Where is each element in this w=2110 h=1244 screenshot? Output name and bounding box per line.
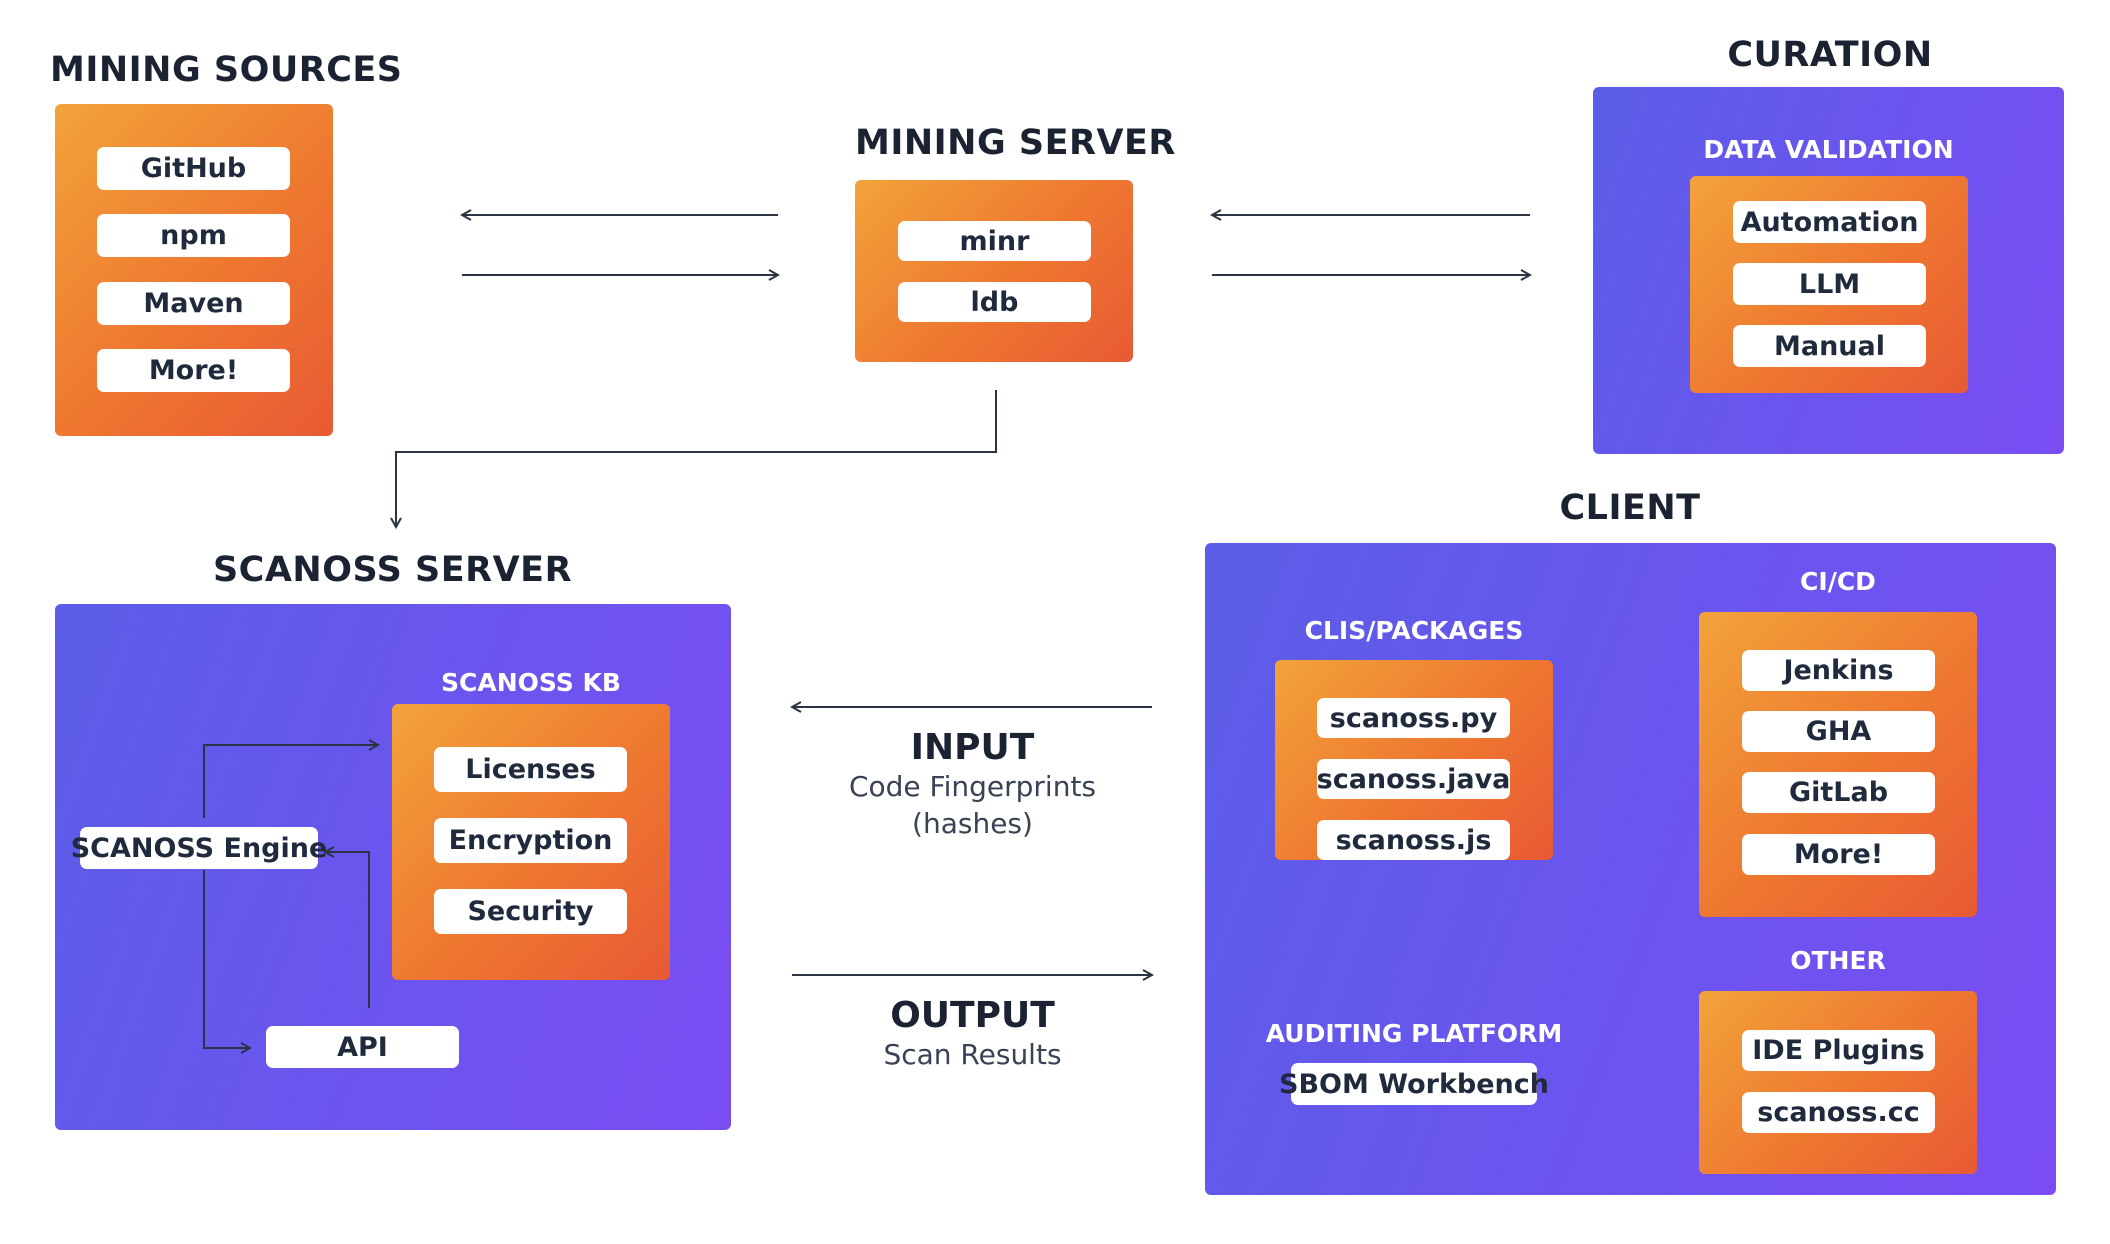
curation-box: DATA VALIDATION Automation LLM Manual	[1593, 87, 2064, 454]
source-more[interactable]: More!	[97, 349, 290, 392]
kb-licenses[interactable]: Licenses	[434, 747, 627, 792]
scanoss-server-box: SCANOSS KB Licenses Encryption Security …	[55, 604, 731, 1130]
cicd-gitlab[interactable]: GitLab	[1742, 772, 1935, 813]
kb-encryption[interactable]: Encryption	[434, 818, 627, 863]
input-title: INPUT	[910, 727, 1035, 768]
cli-scanoss-js[interactable]: scanoss.js	[1317, 820, 1510, 860]
sbom-workbench[interactable]: SBOM Workbench	[1279, 1063, 1549, 1105]
scanoss-engine[interactable]: SCANOSS Engine	[71, 827, 327, 869]
source-github[interactable]: GitHub	[97, 147, 290, 190]
mining-server-box: minr ldb	[855, 180, 1133, 362]
source-npm[interactable]: npm	[97, 214, 290, 257]
validation-llm[interactable]: LLM	[1733, 263, 1926, 305]
cicd-more[interactable]: More!	[1742, 834, 1935, 875]
output-title: OUTPUT	[890, 995, 1055, 1036]
other-scanoss-cc[interactable]: scanoss.cc	[1742, 1092, 1935, 1133]
scanoss-server-title: SCANOSS SERVER	[212, 550, 573, 590]
mining-sources-box: GitHub npm Maven More!	[55, 104, 333, 436]
input-line2: (hashes)	[912, 807, 1033, 840]
cli-scanoss-java[interactable]: scanoss.java	[1317, 759, 1510, 799]
server-minr[interactable]: minr	[898, 221, 1091, 261]
auditing-title: AUDITING PLATFORM	[1265, 1019, 1563, 1048]
scanoss-kb-box: Licenses Encryption Security	[392, 704, 670, 980]
output-flow-label: OUTPUT Scan Results	[800, 995, 1145, 1073]
client-title: CLIENT	[1559, 488, 1701, 528]
scanoss-kb-title: SCANOSS KB	[441, 668, 621, 697]
output-line1: Scan Results	[883, 1038, 1062, 1071]
clis-box: scanoss.py scanoss.java scanoss.js	[1275, 660, 1553, 860]
input-flow-label: INPUT Code Fingerprints (hashes)	[800, 727, 1145, 842]
validation-manual[interactable]: Manual	[1733, 325, 1926, 367]
mining-server-title: MINING SERVER	[855, 123, 1176, 163]
cicd-title: CI/CD	[1800, 567, 1876, 596]
arrow-server-to-scanoss	[396, 390, 997, 527]
cicd-jenkins[interactable]: Jenkins	[1742, 650, 1935, 691]
data-validation-title: DATA VALIDATION	[1703, 135, 1954, 164]
clis-title: CLIS/PACKAGES	[1304, 616, 1524, 645]
other-title: OTHER	[1790, 946, 1886, 975]
other-box: IDE Plugins scanoss.cc	[1699, 991, 1977, 1174]
scanoss-api[interactable]: API	[266, 1026, 459, 1068]
mining-sources-title: MINING SOURCES	[50, 50, 403, 90]
cicd-gha[interactable]: GHA	[1742, 711, 1935, 752]
other-ide-plugins[interactable]: IDE Plugins	[1742, 1030, 1935, 1071]
kb-security[interactable]: Security	[434, 889, 627, 934]
data-validation-box: Automation LLM Manual	[1690, 176, 1968, 393]
input-line1: Code Fingerprints	[848, 770, 1097, 803]
client-box: CLIS/PACKAGES scanoss.py scanoss.java sc…	[1205, 543, 2056, 1195]
source-maven[interactable]: Maven	[97, 282, 290, 325]
curation-title: CURATION	[1727, 35, 1933, 75]
cli-scanoss-py[interactable]: scanoss.py	[1317, 698, 1510, 738]
validation-automation[interactable]: Automation	[1733, 201, 1926, 243]
server-ldb[interactable]: ldb	[898, 282, 1091, 322]
cicd-box: Jenkins GHA GitLab More!	[1699, 612, 1977, 917]
